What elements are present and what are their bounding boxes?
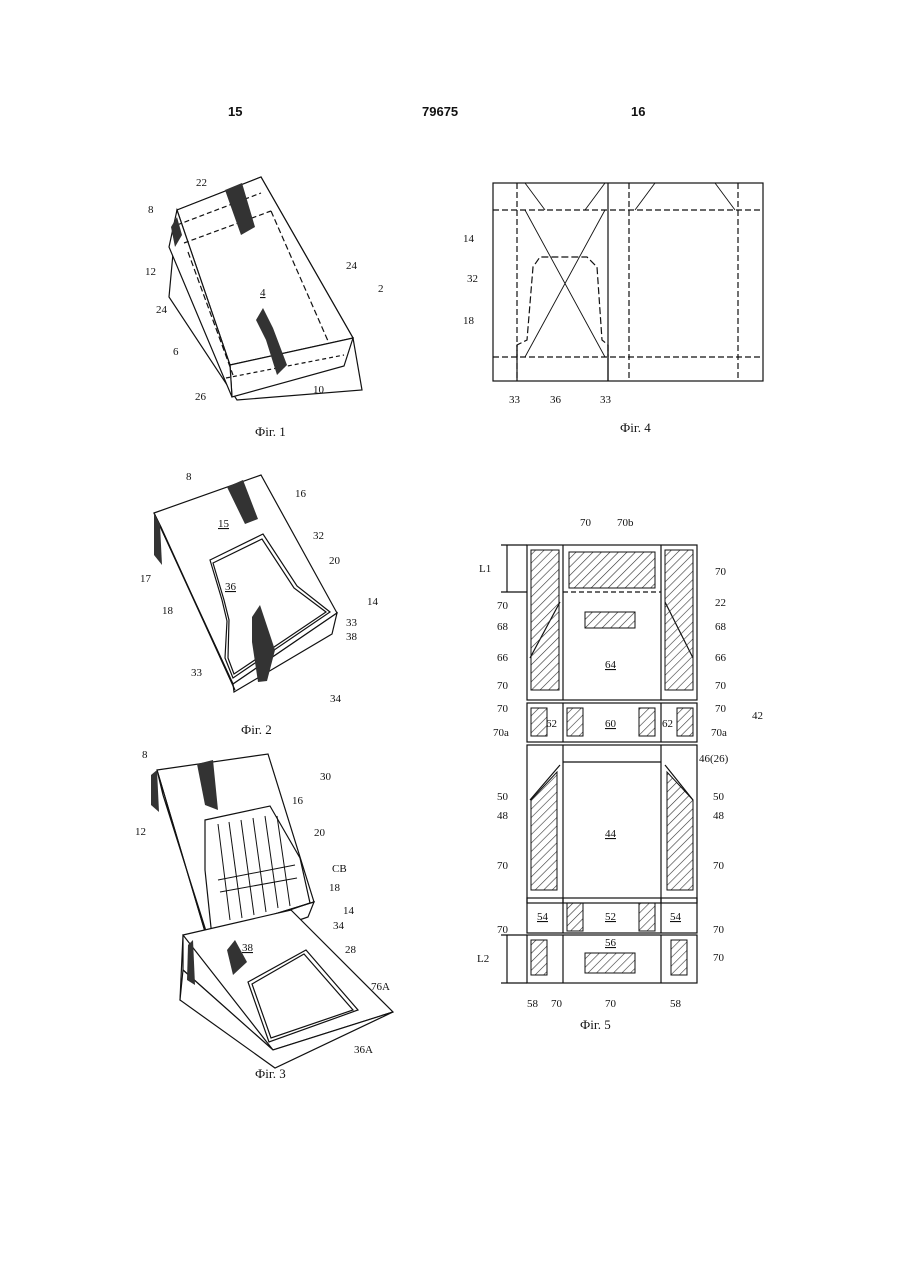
label-6: 6 — [173, 346, 179, 358]
label-32: 32 — [313, 530, 324, 542]
label-70: 70 — [497, 600, 509, 612]
label-62: 62 — [662, 718, 673, 730]
label-33: 33 — [600, 394, 612, 406]
label-70b: 70b — [617, 517, 634, 529]
label-70a: 70a — [493, 727, 509, 739]
label-70: 70 — [715, 566, 727, 578]
label-70: 70 — [497, 703, 509, 715]
label-70: 70 — [713, 924, 725, 936]
label-66: 66 — [497, 652, 509, 664]
label-32: 32 — [467, 273, 478, 285]
label-33: 33 — [191, 667, 203, 679]
label-76A: 76A — [371, 981, 390, 993]
label-58: 58 — [527, 998, 539, 1010]
patent-number: 79675 — [422, 104, 458, 119]
label-L2: L2 — [477, 953, 489, 965]
label-70: 70 — [497, 680, 509, 692]
label-56: 56 — [605, 937, 617, 949]
label-8: 8 — [142, 749, 148, 761]
label-10: 10 — [313, 384, 325, 396]
label-54: 54 — [537, 911, 549, 923]
label-17: 17 — [140, 573, 152, 585]
label-36: 36 — [225, 581, 237, 593]
figure-4: 14 32 18 33 36 33 Фіг. 4 — [455, 175, 785, 440]
label-70: 70 — [580, 517, 592, 529]
label-70: 70 — [497, 924, 509, 936]
tear-strip-mark — [151, 770, 159, 812]
label-42: 42 — [752, 710, 763, 722]
label-14: 14 — [463, 233, 475, 245]
label-CB: CB — [332, 863, 347, 875]
label-34: 34 — [330, 693, 342, 705]
label-36A: 36A — [354, 1044, 373, 1056]
label-50: 50 — [497, 791, 509, 803]
label-22: 22 — [715, 597, 726, 609]
page-number-right: 16 — [631, 104, 645, 119]
label-26: 26 — [195, 391, 207, 403]
label-70: 70 — [551, 998, 563, 1010]
label-70: 70 — [497, 860, 509, 872]
label-8: 8 — [186, 471, 192, 483]
label-44: 44 — [605, 828, 617, 840]
label-16: 16 — [292, 795, 304, 807]
figure-2-caption: Фіг. 2 — [241, 722, 272, 737]
label-33: 33 — [346, 617, 358, 629]
figure-1-caption: Фіг. 1 — [255, 424, 286, 439]
label-14: 14 — [367, 596, 379, 608]
label-34: 34 — [333, 920, 345, 932]
figure-3: 8 30 16 12 20 CB 18 14 34 38 28 76A 36A … — [135, 740, 405, 1080]
label-8: 8 — [148, 204, 154, 216]
label-38: 38 — [242, 942, 254, 954]
label-20: 20 — [329, 555, 341, 567]
figure-2: 8 16 15 32 20 17 36 18 14 33 38 33 34 Фі… — [140, 460, 400, 745]
label-50: 50 — [713, 791, 725, 803]
label-2: 2 — [378, 283, 384, 295]
figure-1: 8 22 12 4 24 2 24 6 26 10 Фіг. 1 — [130, 165, 400, 450]
label-54: 54 — [670, 911, 682, 923]
label-64: 64 — [605, 659, 617, 671]
label-66: 66 — [715, 652, 727, 664]
label-12: 12 — [135, 826, 146, 838]
label-70: 70 — [715, 703, 727, 715]
label-4: 4 — [260, 287, 266, 299]
label-70: 70 — [715, 680, 727, 692]
label-18: 18 — [162, 605, 174, 617]
label-22: 22 — [196, 177, 207, 189]
label-12: 12 — [145, 266, 156, 278]
label-48: 48 — [713, 810, 725, 822]
label-46-26: 46(26) — [699, 753, 729, 765]
label-70a: 70a — [711, 727, 727, 739]
label-15: 15 — [218, 518, 230, 530]
label-70: 70 — [713, 860, 725, 872]
label-68: 68 — [497, 621, 509, 633]
label-28: 28 — [345, 944, 357, 956]
label-18: 18 — [329, 882, 341, 894]
label-30: 30 — [320, 771, 332, 783]
label-58: 58 — [670, 998, 682, 1010]
label-60: 60 — [605, 718, 617, 730]
label-48: 48 — [497, 810, 509, 822]
figure-4-caption: Фіг. 4 — [620, 420, 651, 435]
label-68: 68 — [715, 621, 727, 633]
label-52: 52 — [605, 911, 616, 923]
page-number-left: 15 — [228, 104, 242, 119]
label-16: 16 — [295, 488, 307, 500]
label-24: 24 — [156, 304, 168, 316]
label-62: 62 — [546, 718, 557, 730]
label-33: 33 — [509, 394, 521, 406]
label-20: 20 — [314, 827, 326, 839]
figure-5-caption: Фіг. 5 — [580, 1017, 611, 1032]
label-18: 18 — [463, 315, 475, 327]
label-24: 24 — [346, 260, 358, 272]
label-38: 38 — [346, 631, 358, 643]
label-14: 14 — [343, 905, 355, 917]
figure-3-caption: Фіг. 3 — [255, 1066, 286, 1081]
label-L1: L1 — [479, 563, 491, 575]
figure-5: 70 70b L1 70 70 22 68 68 64 66 66 70 70 … — [465, 510, 785, 1035]
label-70: 70 — [713, 952, 725, 964]
label-70: 70 — [605, 998, 617, 1010]
label-36: 36 — [550, 394, 562, 406]
